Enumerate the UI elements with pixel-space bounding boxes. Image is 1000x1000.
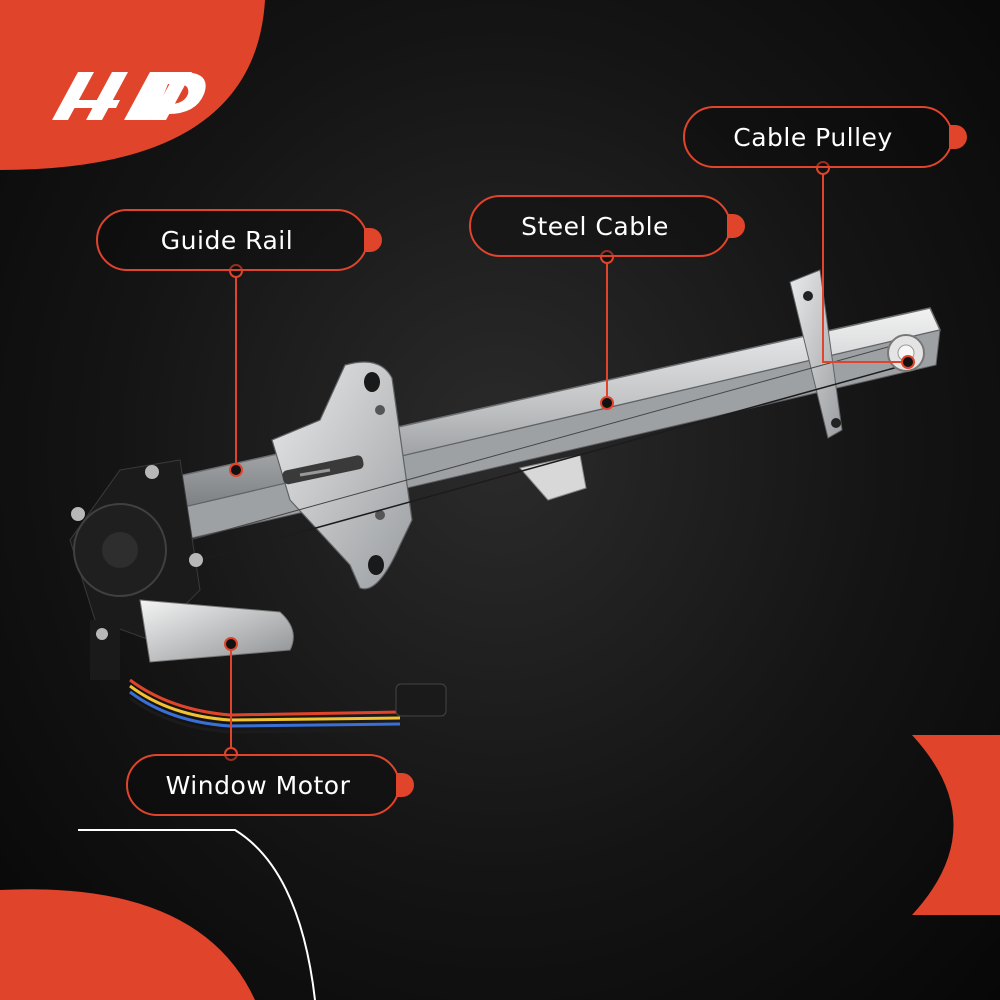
steel-cable-label: Steel Cable — [521, 211, 669, 241]
window-motor-label: Window Motor — [165, 770, 351, 800]
right-brand-shape — [912, 735, 1000, 915]
steel-cable-callout: Steel Cable — [469, 195, 745, 257]
guide-rail-callout-cap — [364, 228, 382, 252]
motor-connector — [395, 683, 447, 717]
decorative-white-swoosh — [78, 829, 316, 1000]
window-motor-callout-cap — [396, 773, 414, 797]
guide-rail-callout: Guide Rail — [96, 209, 382, 271]
steel-cable-line — [199, 364, 906, 561]
window-regulator — [169, 269, 942, 590]
steel-cable-callout-cap — [727, 214, 745, 238]
window-motor-callout: Window Motor — [126, 754, 414, 816]
brand-logo — [52, 72, 206, 120]
top-left-brand-shape — [0, 0, 265, 170]
cable-pulley-label: Cable Pulley — [733, 122, 893, 152]
bottom-left-brand-shape — [0, 889, 255, 1000]
cable-pulley-callout-cap — [949, 125, 967, 149]
window-motor — [69, 459, 447, 734]
cable-pulley-callout: Cable Pulley — [683, 106, 967, 168]
top-mounting-bracket — [789, 269, 843, 439]
middle-mounting-plate — [271, 361, 413, 590]
guide-rail-label: Guide Rail — [160, 225, 294, 255]
